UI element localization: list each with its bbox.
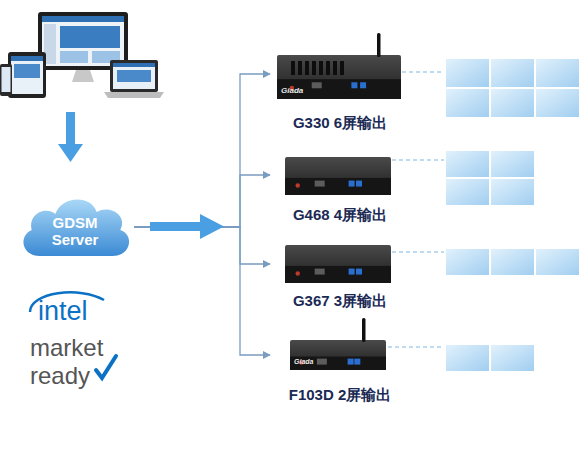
server-cloud: GDSM Server [16,192,134,262]
player-device: G468 4屏输出 [270,152,410,224]
ui-panel [14,64,40,78]
logo-text: market ready [30,334,110,390]
pc-port [315,181,325,187]
client-devices [0,12,164,98]
pc-front [290,357,386,371]
device-label: G468 4屏输出 [293,206,387,224]
dashed-link [388,346,445,347]
connector-line [134,74,270,227]
server-label: GDSM Server [44,214,106,248]
pc-case [290,340,386,370]
pc-case [285,157,391,195]
screen-panel [490,150,535,178]
device-pictures [277,33,401,370]
connector-line [134,227,270,355]
ui-bar [11,56,43,61]
screen-panel [445,248,490,276]
brand-text: Giada [281,86,303,95]
mini-pc [285,245,391,283]
screen-panel [445,344,490,372]
brand-text: Giada [294,358,313,366]
screen-panel [445,58,490,88]
antenna [377,33,381,57]
logo-text: intel [38,296,88,327]
laptop-base [104,92,164,98]
vent-slot [291,61,295,75]
mini-pc [277,33,401,99]
screen-walls [445,58,580,372]
ui-bar [42,16,124,22]
usb-port [348,359,354,365]
pc-port [312,82,322,88]
flow-arrow [150,214,224,239]
ui-bar [113,63,155,67]
usb-port [349,269,355,275]
ui-panel [60,51,88,63]
monitor-screen [42,16,124,66]
dashed-link [392,159,445,160]
usb-port [349,181,355,187]
flow-arrow [58,112,83,162]
tablet-screen [11,56,43,94]
ui-panel [117,70,151,82]
screen-panel [490,178,535,206]
player-device: F103D 2屏输出 [270,318,410,404]
phone-frame [0,64,12,96]
vent-slot [326,61,330,75]
mini-pc [285,157,391,195]
screen-panel [490,344,535,372]
arrow-head [200,214,224,239]
usb-port [356,181,362,187]
usb-port [356,269,362,275]
screen-panel [445,178,490,206]
device-label: F103D 2屏输出 [289,386,392,404]
pc-front [285,178,391,195]
power-led [296,183,300,187]
usb-port [360,82,366,88]
screen-panel [490,58,535,88]
usb-port [354,359,360,365]
pc-case [277,55,401,99]
dashed-link [402,71,445,72]
laptop-screen [113,63,155,89]
screen-panel [490,88,535,118]
arrow-shaft [150,222,202,231]
pc-port [317,359,327,365]
screen-panel [445,88,490,118]
pc-front [285,266,391,283]
output-links [388,72,445,347]
vent-slot [298,61,302,75]
antenna [362,318,366,342]
monitor-stand [72,70,94,82]
screen-panel [490,248,535,276]
cloud-outline [23,199,129,256]
pc-port [315,269,325,275]
pc-case [285,245,391,283]
arrow-head [58,144,83,162]
screen-panel [535,58,580,88]
vent-slot [319,61,323,75]
device-label: G367 3屏输出 [293,292,387,310]
connector-layer [134,74,270,355]
ui-panel [60,26,120,48]
vent-slot [305,61,309,75]
screen-panel [535,248,580,276]
dashed-link [392,251,445,252]
screen-panel [445,150,490,178]
pc-front [277,79,401,99]
power-led [296,271,300,275]
vent-slot [312,61,316,75]
player-device: G367 3屏输出 [270,240,410,310]
device-label: G330 6屏输出 [293,114,387,132]
screen-panel [535,88,580,118]
vent-slot [340,61,344,75]
arrow-shaft [66,112,75,146]
usb-port [351,82,357,88]
tablet-frame [8,52,46,98]
mini-pc [290,318,386,370]
laptop-lid [110,60,158,92]
vent-slot [333,61,337,75]
phone-screen [2,67,11,92]
